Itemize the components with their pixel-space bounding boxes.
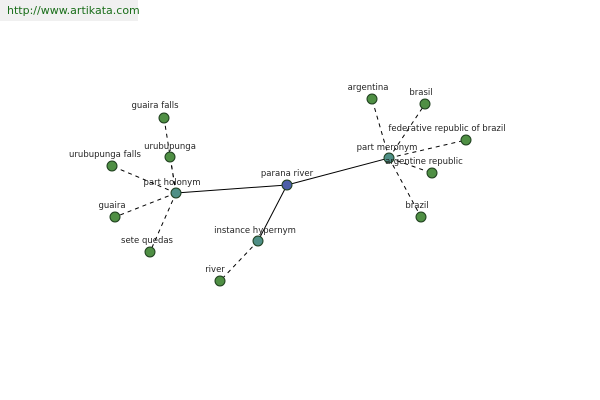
edge-parana-part-holonym <box>175 184 288 194</box>
node-urubupunga-falls[interactable] <box>106 160 118 172</box>
edge-parana-part-meronym <box>286 157 390 186</box>
label-guaira-falls[interactable]: guaira falls <box>131 101 179 111</box>
node-argentina[interactable] <box>366 93 378 105</box>
graph-edges <box>111 98 467 282</box>
label-urubupunga[interactable]: urubupunga <box>144 142 196 152</box>
node-guaira-falls[interactable] <box>158 112 170 124</box>
label-argentina[interactable]: argentina <box>348 83 389 93</box>
node-brasil[interactable] <box>419 98 431 110</box>
edge-part-holonym-urubupunga-falls <box>111 165 177 194</box>
label-guaira[interactable]: guaira <box>98 201 125 211</box>
node-part-meronym[interactable] <box>383 152 395 164</box>
graph-nodes <box>106 93 472 287</box>
label-part-holonym[interactable]: part holonym <box>144 178 201 188</box>
label-parana[interactable]: parana river <box>261 169 314 179</box>
label-urubupunga-falls[interactable]: urubupunga falls <box>69 150 141 160</box>
label-part-meronym[interactable]: part meronym <box>357 143 418 153</box>
label-argentine-republic[interactable]: argentine republic <box>385 157 463 167</box>
label-instance-hypernym[interactable]: instance hypernym <box>214 226 296 236</box>
edge-part-holonym-urubupunga <box>169 156 177 194</box>
edge-part-holonym-sete-quedas <box>149 192 177 253</box>
site-url-link[interactable]: http://www.artikata.com <box>0 0 140 21</box>
node-river[interactable] <box>214 275 226 287</box>
node-part-holonym[interactable] <box>170 187 182 199</box>
edge-part-holonym-guaira <box>114 192 177 218</box>
node-guaira[interactable] <box>109 211 121 223</box>
graph-labels: parana river part holonym part meronym inst… <box>69 83 506 275</box>
edge-part-meronym-federative-republic-of-brazil <box>388 139 467 159</box>
label-brasil[interactable]: brasil <box>409 88 432 98</box>
node-parana[interactable] <box>281 179 293 191</box>
edge-part-meronym-brazil <box>388 157 422 218</box>
edge-instance-hypernym-river <box>219 240 259 282</box>
edge-parana-instance-hypernym <box>257 184 288 242</box>
node-instance-hypernym[interactable] <box>252 235 264 247</box>
label-river[interactable]: river <box>205 265 225 275</box>
node-brazil[interactable] <box>415 211 427 223</box>
label-sete-quedas[interactable]: sete quedas <box>121 236 174 246</box>
label-federative-republic-of-brazil[interactable]: federative republic of brazil <box>388 124 505 134</box>
node-argentine-republic[interactable] <box>426 167 438 179</box>
edge-part-meronym-brasil <box>388 103 426 159</box>
node-sete-quedas[interactable] <box>144 246 156 258</box>
node-federative-republic-of-brazil[interactable] <box>460 134 472 146</box>
edge-part-meronym-argentina <box>371 98 390 159</box>
label-brazil[interactable]: brazil <box>405 201 428 211</box>
node-urubupunga[interactable] <box>164 151 176 163</box>
